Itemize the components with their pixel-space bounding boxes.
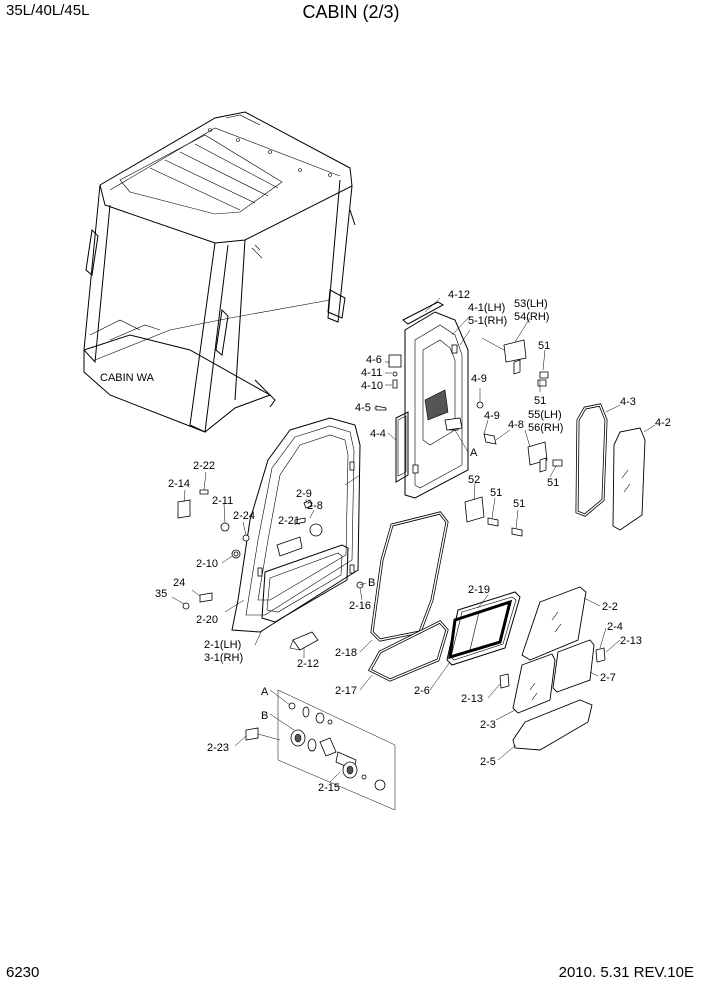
- right-door-drawing: [395, 301, 469, 499]
- label-a-2: A: [261, 686, 269, 698]
- model-code: 35L/40L/45L: [6, 2, 90, 19]
- label-5-1-rh: 5-1(RH): [468, 315, 507, 327]
- label-4-9-b: 4-9: [484, 410, 500, 422]
- left-door-drawing: [231, 417, 361, 651]
- label-2-8: 2-8: [307, 500, 323, 512]
- cabin-frame-drawing: [83, 111, 356, 433]
- label-51-d: 51: [490, 487, 502, 499]
- label-4-3: 4-3: [620, 396, 636, 408]
- label-2-12: 2-12: [297, 658, 319, 670]
- label-b-2: B: [261, 710, 268, 722]
- label-4-1-lh: 4-1(LH): [468, 302, 505, 314]
- label-53-lh: 53(LH): [514, 298, 548, 310]
- label-4-10: 4-10: [361, 380, 383, 392]
- label-2-22: 2-22: [193, 460, 215, 472]
- label-2-2: 2-2: [602, 601, 618, 613]
- label-a-1: A: [470, 447, 478, 459]
- label-cabin-wa: CABIN WA: [100, 372, 155, 384]
- label-2-6: 2-6: [414, 685, 430, 697]
- right-door-glass-drawing: [575, 403, 646, 531]
- page-number: 6230: [6, 964, 40, 981]
- label-56-rh: 56(RH): [528, 422, 563, 434]
- label-2-7: 2-7: [600, 672, 616, 684]
- label-2-19: 2-19: [468, 584, 490, 596]
- label-b-1: B: [368, 577, 375, 589]
- label-2-10: 2-10: [196, 558, 218, 570]
- label-4-6: 4-6: [366, 354, 382, 366]
- label-4-4: 4-4: [370, 428, 386, 440]
- label-54-rh: 54(RH): [514, 311, 549, 323]
- label-2-11: 2-11: [212, 495, 233, 507]
- date-revision: 2010. 5.31 REV.10E: [558, 964, 694, 981]
- label-4-12: 4-12: [448, 289, 470, 301]
- label-2-17: 2-17: [335, 685, 357, 697]
- label-51-e: 51: [513, 498, 525, 510]
- label-52: 52: [468, 474, 480, 486]
- label-2-18: 2-18: [335, 647, 357, 659]
- label-2-3: 2-3: [480, 719, 496, 731]
- label-4-5: 4-5: [355, 402, 371, 414]
- label-2-4: 2-4: [607, 621, 623, 633]
- label-55-lh: 55(LH): [528, 409, 562, 421]
- label-51-b: 51: [534, 395, 546, 407]
- page-title: CABIN (2/3): [302, 2, 400, 22]
- label-4-11: 4-11: [361, 367, 382, 379]
- label-24: 24: [173, 577, 185, 589]
- sliding-window-drawing: [367, 511, 606, 751]
- label-51-a: 51: [538, 340, 550, 352]
- label-2-9: 2-9: [296, 488, 312, 500]
- left-door-hardware-drawing: [177, 489, 364, 610]
- label-35: 35: [155, 588, 167, 600]
- label-4-2: 4-2: [655, 417, 671, 429]
- label-3-1-rh: 3-1(RH): [204, 652, 243, 664]
- label-2-16: 2-16: [349, 600, 371, 612]
- label-2-13-a: 2-13: [620, 635, 642, 647]
- label-2-21: 2-21: [278, 515, 300, 527]
- label-2-5: 2-5: [480, 756, 496, 768]
- label-2-23: 2-23: [207, 742, 229, 754]
- part-labels: 4-12 4-1(LH) 5-1(RH) 53(LH) 54(RH) 51 4-…: [155, 289, 671, 794]
- label-51-c: 51: [547, 477, 559, 489]
- label-2-15: 2-15: [318, 782, 340, 794]
- leader-lines: [171, 297, 656, 783]
- label-2-1-lh: 2-1(LH): [204, 639, 241, 651]
- latch-assembly-drawing: [245, 689, 396, 811]
- label-2-14: 2-14: [168, 478, 190, 490]
- label-2-13-b: 2-13: [461, 693, 483, 705]
- label-2-24: 2-24: [233, 510, 255, 522]
- door-hardware-drawing: [375, 339, 563, 537]
- label-2-20: 2-20: [196, 614, 218, 626]
- label-4-9-a: 4-9: [471, 373, 487, 385]
- label-4-8: 4-8: [508, 419, 524, 431]
